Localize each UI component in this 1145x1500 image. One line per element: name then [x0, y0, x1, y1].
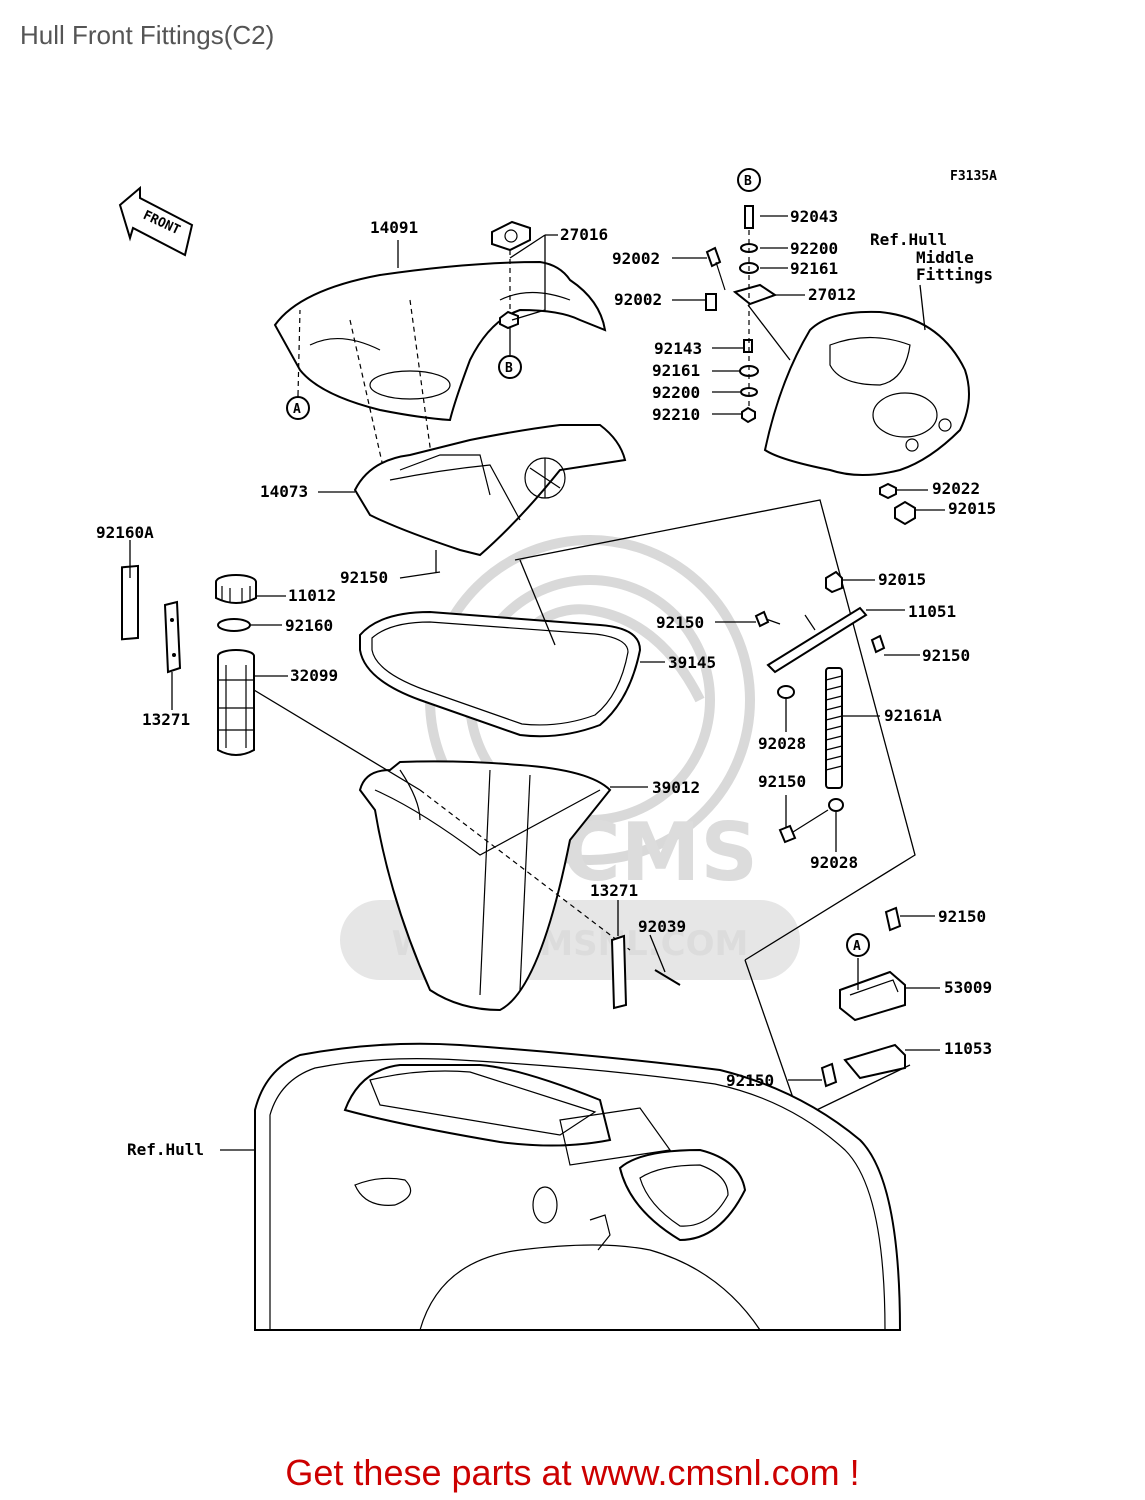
- part-label-92143: 92143: [654, 339, 702, 358]
- part-27016-plug: [491, 220, 531, 330]
- marker-b-cover: B: [498, 355, 522, 379]
- marker-b-top: B: [737, 168, 761, 192]
- figure-code: F3135A: [950, 169, 997, 184]
- ref-label-hull: Ref.Hull: [127, 1140, 204, 1159]
- part-13271-bracket-left: [163, 600, 182, 710]
- part-label-14091: 14091: [370, 218, 418, 237]
- part-label-92160A: 92160A: [96, 523, 154, 542]
- latch-assembly: [744, 906, 911, 1119]
- part-39145-seal: [359, 559, 642, 738]
- ref-hull: [254, 1042, 902, 1331]
- ref-label-hull-middle-1: Ref.Hull: [870, 230, 947, 249]
- part-label-92002-b: 92002: [614, 290, 662, 309]
- part-label-32099: 32099: [290, 666, 338, 685]
- part-label-92028-b: 92028: [810, 853, 858, 872]
- part-label-27016: 27016: [560, 225, 608, 244]
- part-label-92160: 92160: [285, 616, 333, 635]
- part-label-92039: 92039: [638, 917, 686, 936]
- part-label-92043: 92043: [790, 207, 838, 226]
- part-label-11012: 11012: [288, 586, 336, 605]
- part-label-92150-d: 92150: [758, 772, 806, 791]
- svg-text:A: A: [293, 402, 301, 417]
- part-92022-nut: [879, 482, 897, 500]
- part-label-92150-a: 92150: [340, 568, 388, 587]
- page-title: Hull Front Fittings(C2): [20, 20, 275, 50]
- spring-bracket-assembly: [514, 499, 916, 961]
- part-14073-tray: [353, 424, 627, 557]
- svg-text:A: A: [853, 939, 861, 954]
- footer-cmsnl-link[interactable]: Get these parts at www.cmsnl.com !: [285, 1452, 860, 1493]
- part-label-39145: 39145: [668, 653, 716, 672]
- ref-label-hull-middle-3: Fittings: [916, 265, 993, 284]
- part-label-14073: 14073: [260, 482, 308, 501]
- ref-hull-middle-fittings: [763, 284, 970, 476]
- svg-text:B: B: [505, 361, 513, 376]
- part-92015-nut-a: [894, 500, 916, 526]
- part-label-13271-a: 13271: [142, 710, 190, 729]
- part-92039-rivet: [649, 934, 681, 986]
- part-label-92022: 92022: [932, 479, 980, 498]
- part-92160-oring: [217, 618, 251, 632]
- marker-a-latch: A: [846, 933, 870, 957]
- part-label-92002-a: 92002: [612, 249, 660, 268]
- part-label-92200-mid: 92200: [652, 383, 700, 402]
- part-label-53009: 53009: [944, 978, 992, 997]
- leader-lines: [129, 215, 945, 1151]
- marker-a-cover: A: [286, 396, 310, 420]
- part-label-92161-top: 92161: [790, 259, 838, 278]
- hardware-stack-b: [705, 205, 791, 424]
- part-label-27012: 27012: [808, 285, 856, 304]
- part-label-92015-a: 92015: [948, 499, 996, 518]
- part-39012-bucket: [358, 760, 612, 1012]
- part-32099-tube: [217, 649, 631, 951]
- watermark-cms: CMS: [562, 806, 758, 899]
- front-arrow-icon: FRONT: [118, 185, 194, 257]
- part-13271-bracket-right: [610, 900, 628, 1010]
- part-label-92161-mid: 92161: [652, 361, 700, 380]
- svg-text:B: B: [744, 174, 752, 189]
- part-label-92150-f: 92150: [726, 1071, 774, 1090]
- part-label-11051: 11051: [908, 602, 956, 621]
- part-label-92200-top: 92200: [790, 239, 838, 258]
- part-label-92161A: 92161A: [884, 706, 942, 725]
- part-label-92150-c: 92150: [922, 646, 970, 665]
- part-label-11053: 11053: [944, 1039, 992, 1058]
- part-label-92015-b: 92015: [878, 570, 926, 589]
- part-label-92150-e: 92150: [938, 907, 986, 926]
- part-label-39012: 39012: [652, 778, 700, 797]
- part-11012-cap: [215, 574, 257, 604]
- part-label-92028-a: 92028: [758, 734, 806, 753]
- part-label-13271-b: 13271: [590, 881, 638, 900]
- ref-label-hull-middle-2: Middle: [916, 248, 974, 267]
- part-14091-cover: [273, 260, 607, 521]
- part-label-92210: 92210: [652, 405, 700, 424]
- part-label-92150-b: 92150: [656, 613, 704, 632]
